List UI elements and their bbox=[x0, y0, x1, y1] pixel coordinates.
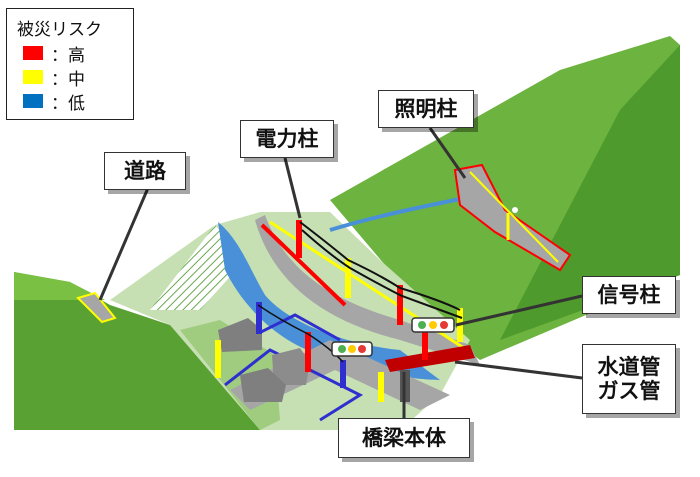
legend-item-low: ：低 bbox=[23, 91, 127, 114]
pointer-power-pole bbox=[283, 157, 302, 219]
callout-signal-pole: 信号柱 bbox=[582, 276, 676, 314]
callout-water-gas: 水道管 ガス管 bbox=[582, 344, 676, 414]
hatched-field bbox=[150, 225, 245, 310]
legend-swatch-medium bbox=[23, 70, 43, 84]
road-red-edge bbox=[260, 223, 347, 307]
pointer-pipe bbox=[454, 360, 583, 380]
road-lower bbox=[230, 340, 450, 410]
power-pole-yellow-4 bbox=[378, 372, 384, 402]
house-1 bbox=[218, 318, 262, 352]
pointer-signal-pole bbox=[455, 294, 583, 327]
legend-title: 被災リスク bbox=[17, 20, 102, 40]
legend-swatch-low bbox=[23, 94, 43, 108]
legend-swatch-high bbox=[23, 46, 43, 60]
bridge-deck bbox=[385, 345, 475, 372]
callout-bridge: 橋梁本体 bbox=[338, 418, 470, 458]
signal-pole-red bbox=[422, 330, 428, 360]
power-pole-red-3 bbox=[305, 332, 311, 372]
power-wires-2 bbox=[301, 229, 463, 319]
right-hill-face bbox=[500, 45, 680, 340]
pointer-street-light bbox=[428, 127, 467, 179]
callout-street-light: 照明柱 bbox=[378, 90, 474, 128]
power-wires bbox=[299, 221, 461, 311]
callout-water-pipe-label: 水道管 bbox=[597, 354, 661, 379]
callout-road: 道路 bbox=[104, 152, 186, 190]
legend-label-medium: ：中 bbox=[51, 70, 85, 90]
street-light-road-line bbox=[469, 171, 559, 263]
power-pole-yellow-3 bbox=[215, 340, 221, 378]
street-light-lamp bbox=[512, 207, 518, 213]
power-pole-blue-2 bbox=[340, 360, 346, 388]
power-pole-yellow-1 bbox=[345, 258, 351, 298]
left-hill bbox=[14, 272, 270, 430]
traffic-signal-1 bbox=[411, 317, 455, 333]
power-pole-red-2 bbox=[397, 285, 403, 325]
house-3 bbox=[240, 368, 286, 402]
pipe-lines bbox=[224, 348, 364, 422]
legend-item-medium: ：中 bbox=[23, 67, 127, 90]
legend-label-high: ：高 bbox=[51, 46, 85, 66]
callout-power-pole: 電力柱 bbox=[240, 120, 334, 158]
callout-gas-pipe-label: ガス管 bbox=[597, 379, 661, 403]
legend-label-low: ：低 bbox=[51, 94, 85, 114]
power-pole-red-1 bbox=[296, 220, 302, 258]
power-pole-blue-1 bbox=[256, 302, 262, 334]
legend-item-high: ：高 bbox=[23, 43, 127, 66]
left-road-segment bbox=[76, 291, 117, 324]
risk-legend: 被災リスク ：高 ：中 ：低 bbox=[6, 8, 134, 120]
left-hill-top bbox=[14, 272, 105, 300]
house-2 bbox=[272, 348, 310, 385]
pointer-road bbox=[98, 187, 150, 301]
traffic-signal-2 bbox=[331, 341, 373, 357]
